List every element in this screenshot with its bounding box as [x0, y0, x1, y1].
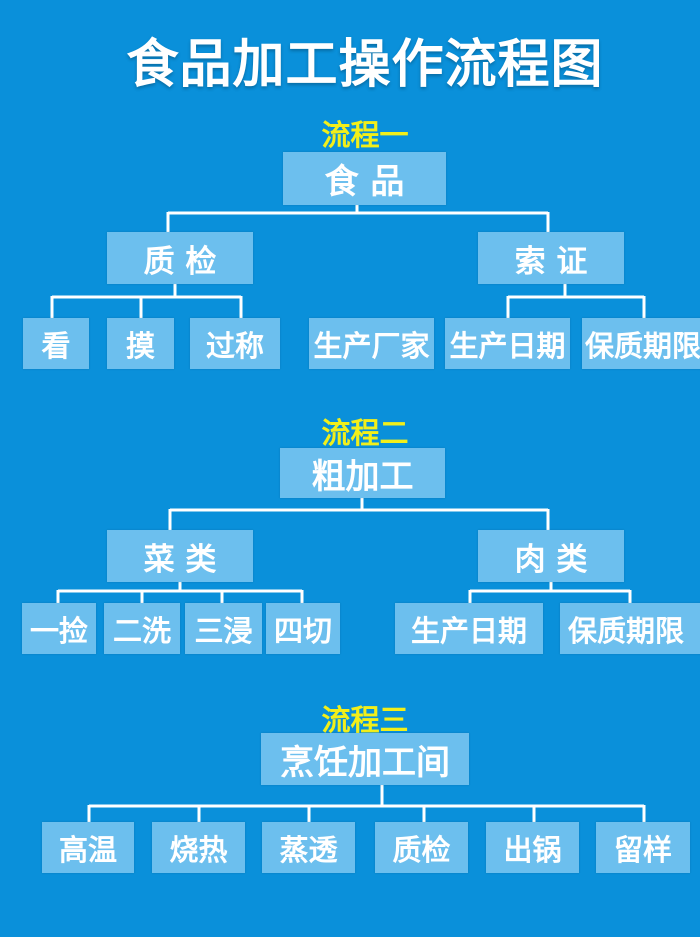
flow-2-leaf: 三浸	[185, 603, 262, 654]
flow-2-root: 粗加工	[280, 448, 445, 498]
flow-3-leaf: 质检	[375, 822, 468, 873]
flow-3-root: 烹饪加工间	[261, 733, 469, 785]
flow-3-leaf: 烧热	[152, 822, 245, 873]
flow-1-leaf: 保质期限	[582, 318, 700, 369]
flow-1-leaf: 过称	[190, 318, 280, 369]
flow-1-label: 流程一	[321, 118, 409, 152]
flow-1-leaf: 看	[23, 318, 89, 369]
flow-3-leaf: 留样	[596, 822, 690, 873]
flow-2-label: 流程二	[321, 416, 409, 450]
flow-2-leaf: 二洗	[104, 603, 180, 654]
flow-1-leaf: 生产日期	[445, 318, 570, 369]
flow-3-leaf: 蒸透	[262, 822, 355, 873]
flow-3-leaf: 高温	[42, 822, 134, 873]
flow-3-leaf: 出锅	[486, 822, 579, 873]
flow-2-branch-vegetables: 菜 类	[107, 530, 253, 582]
flow-1-branch-quality-check: 质 检	[107, 232, 253, 284]
flow-1-root: 食 品	[283, 152, 446, 205]
flow-1-branch-certificates: 索 证	[478, 232, 624, 284]
flow-3-label: 流程三	[321, 703, 409, 737]
flow-2-branch-meat: 肉 类	[478, 530, 624, 582]
flow-2-leaf: 保质期限	[560, 603, 700, 654]
flow-2-leaf: 一捡	[22, 603, 96, 654]
page-title: 食品加工操作流程图	[126, 35, 604, 95]
flow-2-leaf: 生产日期	[395, 603, 543, 654]
flow-1-leaf: 摸	[107, 318, 174, 369]
flow-1-leaf: 生产厂家	[309, 318, 434, 369]
flow-2-leaf: 四切	[266, 603, 340, 654]
